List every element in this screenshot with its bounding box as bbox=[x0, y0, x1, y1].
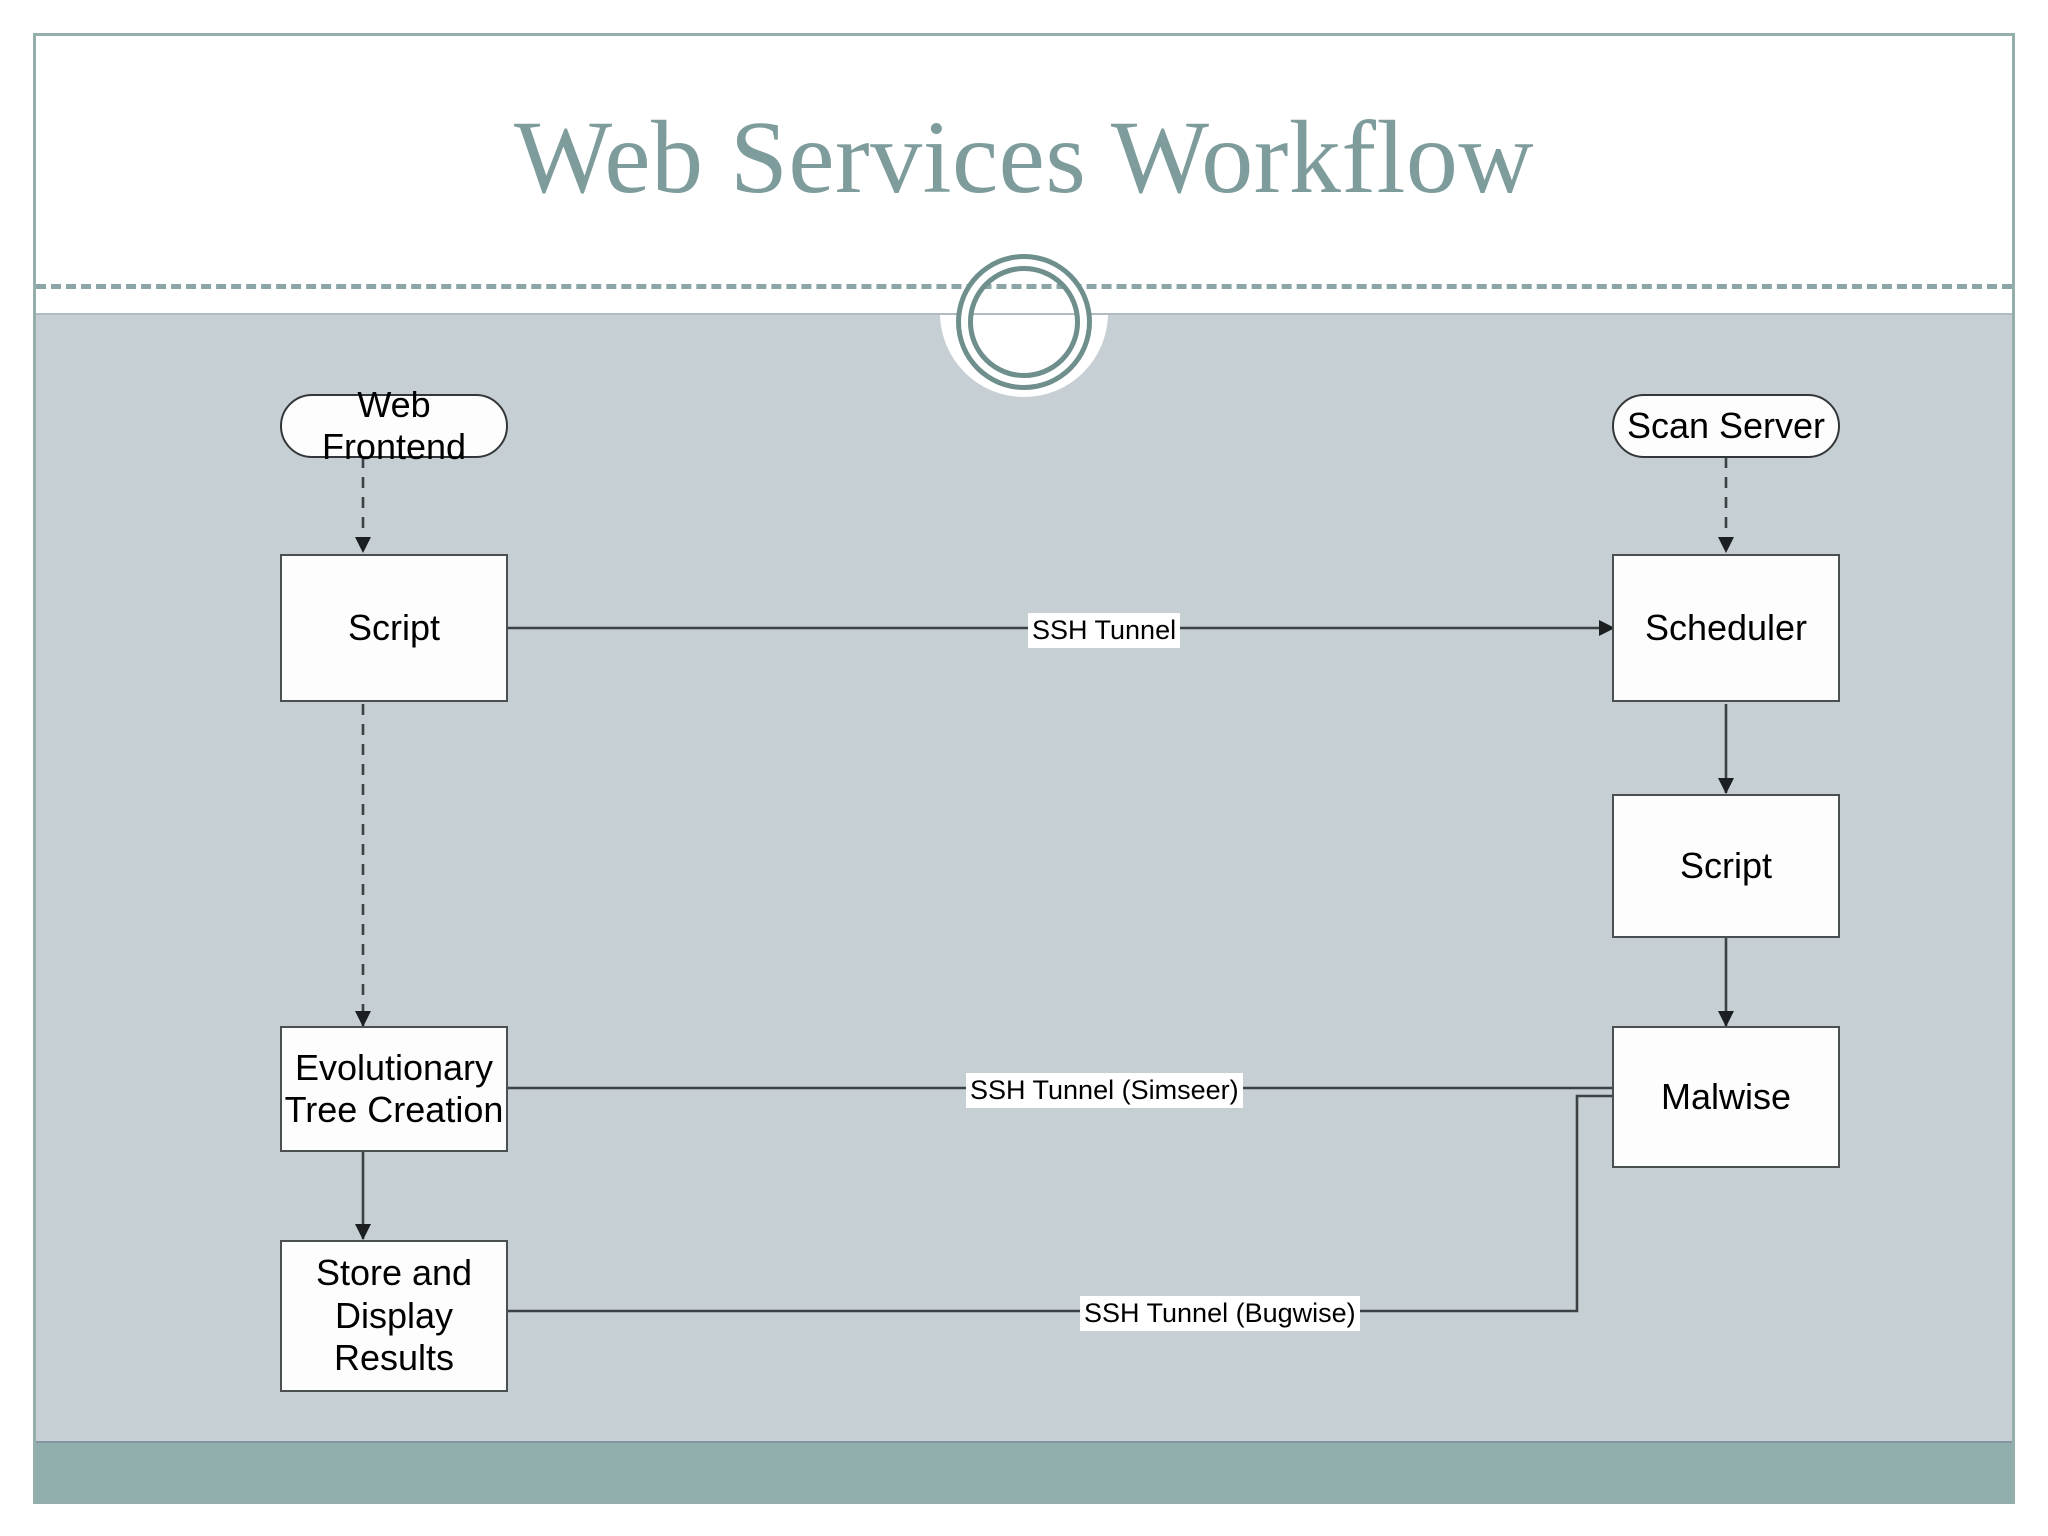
node-malwise[interactable]: Malwise bbox=[1612, 1026, 1840, 1168]
node-web-frontend[interactable]: Web Frontend bbox=[280, 384, 508, 467]
edge-label-ssh-tunnel: SSH Tunnel bbox=[1028, 613, 1181, 649]
workflow-diagram: Web Frontend Script Evolutionary Tree Cr… bbox=[36, 36, 2012, 1501]
edge-malwise-to-store bbox=[475, 1094, 1614, 1320]
title-area: Web Services Workflow bbox=[36, 36, 2012, 286]
node-label: Malwise bbox=[1660, 1075, 1792, 1117]
ring-decoration-icon bbox=[968, 266, 1080, 378]
page-title: Web Services Workflow bbox=[513, 100, 1535, 215]
node-script-right[interactable]: Script bbox=[1612, 794, 1840, 938]
footer-band bbox=[36, 1441, 2012, 1501]
node-label: Script bbox=[1679, 844, 1773, 886]
node-label-line3: Results bbox=[333, 1337, 455, 1379]
slide-frame: Web Services Workflow bbox=[33, 33, 2015, 1504]
node-scan-server[interactable]: Scan Server bbox=[1612, 394, 1840, 458]
node-script-left[interactable]: Script bbox=[280, 554, 508, 702]
node-label: Scan Server bbox=[1626, 404, 1826, 446]
node-label: Script bbox=[347, 606, 441, 648]
node-label-line1: Evolutionary bbox=[294, 1046, 494, 1088]
node-scheduler[interactable]: Scheduler bbox=[1612, 554, 1840, 702]
node-label-line1: Store and bbox=[315, 1252, 473, 1294]
node-label: Scheduler bbox=[1644, 606, 1808, 648]
node-store-and-display-results[interactable]: Store and Display Results bbox=[280, 1240, 508, 1392]
node-label: Web Frontend bbox=[321, 383, 467, 467]
node-label-line2: Tree Creation bbox=[284, 1089, 504, 1130]
node-label-line2: Display bbox=[334, 1294, 454, 1336]
edge-label-ssh-tunnel-simseer: SSH Tunnel (Simseer) bbox=[966, 1073, 1243, 1109]
edge-label-ssh-tunnel-bugwise: SSH Tunnel (Bugwise) bbox=[1080, 1296, 1360, 1332]
node-evolutionary-tree-creation[interactable]: Evolutionary Tree Creation bbox=[280, 1026, 508, 1152]
